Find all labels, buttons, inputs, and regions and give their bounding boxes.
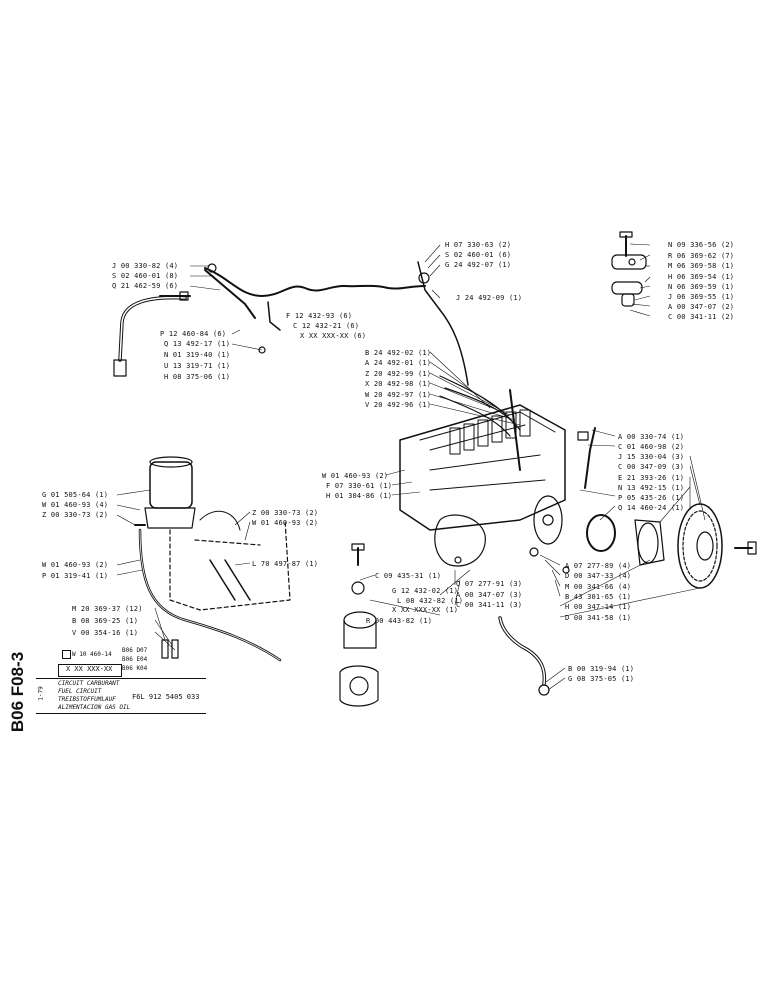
part-label: A 00 347-07 (3) xyxy=(456,591,523,599)
part-label: W 01 460-93 (2) xyxy=(252,519,319,527)
part-label: P 12 460-84 (6) xyxy=(160,330,227,338)
ref-box-label: X XX XXX-XX xyxy=(66,665,113,673)
part-label: L 08 432-82 (1) xyxy=(397,597,464,605)
part-label: C 09 435-31 (1) xyxy=(375,572,442,580)
variant-ref-checkbox xyxy=(62,650,71,659)
part-label: B 00 319-94 (1) xyxy=(568,665,635,673)
part-label: Z 00 330-73 (2) xyxy=(42,511,109,519)
part-label: W 01 460-93 (2) xyxy=(322,472,389,480)
part-label: S 02 460-01 (8) xyxy=(112,272,179,280)
part-label: L 70 497-87 (1) xyxy=(252,560,319,568)
part-label: J 24 492-09 (1) xyxy=(456,294,523,302)
part-label: H 01 304-86 (1) xyxy=(326,492,393,500)
part-label: J 06 369-55 (1) xyxy=(668,293,735,301)
part-label: C 12 432-21 (6) xyxy=(293,322,360,330)
part-label: U 13 319-71 (1) xyxy=(164,362,231,370)
variant-3: B06 K04 xyxy=(122,665,148,672)
part-label: P 01 319-41 (1) xyxy=(42,572,109,580)
part-label: H 07 330-63 (2) xyxy=(445,241,512,249)
sheet-date: 1-79 xyxy=(37,686,45,701)
part-label: D 00 341-58 (1) xyxy=(565,614,632,622)
part-label: C 00 341-11 (2) xyxy=(668,313,735,321)
part-label: A 07 277-89 (4) xyxy=(565,562,632,570)
part-label: Q 21 462-59 (6) xyxy=(112,282,179,290)
title-de: TREIBSTOFFUMLAUF xyxy=(58,696,116,703)
part-label: C 01 460-98 (2) xyxy=(618,443,685,451)
part-label: C 00 341-11 (3) xyxy=(456,601,523,609)
sheet-code: B06 F08-3 xyxy=(8,651,27,733)
part-label: X XX XXX-XX (1) xyxy=(392,606,459,614)
part-label: F 07 330-61 (1) xyxy=(326,482,393,490)
engine-code: F6L 912 5405 033 xyxy=(132,693,200,701)
part-label: C 00 347-09 (3) xyxy=(618,463,685,471)
part-label: D 00 347-33 (4) xyxy=(565,572,632,580)
part-label: M 00 341-66 (4) xyxy=(565,583,632,591)
part-label: Q 13 492-17 (1) xyxy=(164,340,231,348)
part-label: S 02 460-01 (6) xyxy=(445,251,512,259)
part-label: N 06 369-59 (1) xyxy=(668,283,735,291)
title-block-rule-bottom xyxy=(36,713,206,714)
variant-ref: W 10 460-14 xyxy=(72,651,112,658)
part-label: A 00 347-07 (2) xyxy=(668,303,735,311)
part-label: X 20 492-98 (1) xyxy=(365,380,432,388)
part-label: J 00 330-82 (4) xyxy=(112,262,179,270)
part-label: G 12 432-02 (1) xyxy=(392,587,459,595)
part-label: W 01 460-93 (2) xyxy=(42,561,109,569)
part-label: W 01 460-93 (4) xyxy=(42,501,109,509)
part-label: Z 00 330-73 (2) xyxy=(252,509,319,517)
variant-2: B06 E04 xyxy=(122,656,148,663)
part-label: N 13 492-15 (1) xyxy=(618,484,685,492)
variant-1: B06 D07 xyxy=(122,647,148,654)
part-label: M 20 369-37 (12) xyxy=(72,605,143,613)
title-en: FUEL CIRCUIT xyxy=(58,688,102,695)
part-label: Z 20 492-99 (1) xyxy=(365,370,432,378)
title-block-rule xyxy=(36,678,206,679)
part-label: G 24 492-07 (1) xyxy=(445,261,512,269)
part-label: E 21 393-26 (1) xyxy=(618,474,685,482)
part-label: W 20 492-97 (1) xyxy=(365,391,432,399)
part-label: B 43 301-65 (1) xyxy=(565,593,632,601)
part-label: N 09 336-56 (2) xyxy=(668,241,735,249)
part-label: H 06 369-54 (1) xyxy=(668,273,735,281)
part-label: B 24 492-02 (1) xyxy=(365,349,432,357)
part-label: A 24 492-01 (1) xyxy=(365,359,432,367)
part-label: M 06 369-58 (1) xyxy=(668,262,735,270)
part-label: Q 07 277-91 (3) xyxy=(456,580,523,588)
part-label: X XX XXX-XX (6) xyxy=(300,332,367,340)
part-label: G 01 505-64 (1) xyxy=(42,491,109,499)
part-label: V 20 492-96 (1) xyxy=(365,401,432,409)
part-label: J 15 330-04 (3) xyxy=(618,453,685,461)
part-label: V 00 354-16 (1) xyxy=(72,629,139,637)
title-fr: CIRCUIT CARBURANT xyxy=(58,680,120,687)
part-label: G 08 375-05 (1) xyxy=(568,675,635,683)
part-label: H 08 375-06 (1) xyxy=(164,373,231,381)
part-label: R 00 443-82 (1) xyxy=(366,617,433,625)
part-label: P 05 435-26 (1) xyxy=(618,494,685,502)
part-label: B 08 369-25 (1) xyxy=(72,617,139,625)
part-label: Q 14 460-24 (1) xyxy=(618,504,685,512)
part-label: N 01 319-40 (1) xyxy=(164,351,231,359)
part-label: H 00 347-14 (1) xyxy=(565,603,632,611)
part-label: F 12 432-93 (6) xyxy=(286,312,353,320)
ref-box xyxy=(58,664,122,677)
title-es: ALIMENTACION GAS OIL xyxy=(58,704,131,711)
part-label: A 00 330-74 (1) xyxy=(618,433,685,441)
part-label: R 06 369-62 (7) xyxy=(668,252,735,260)
